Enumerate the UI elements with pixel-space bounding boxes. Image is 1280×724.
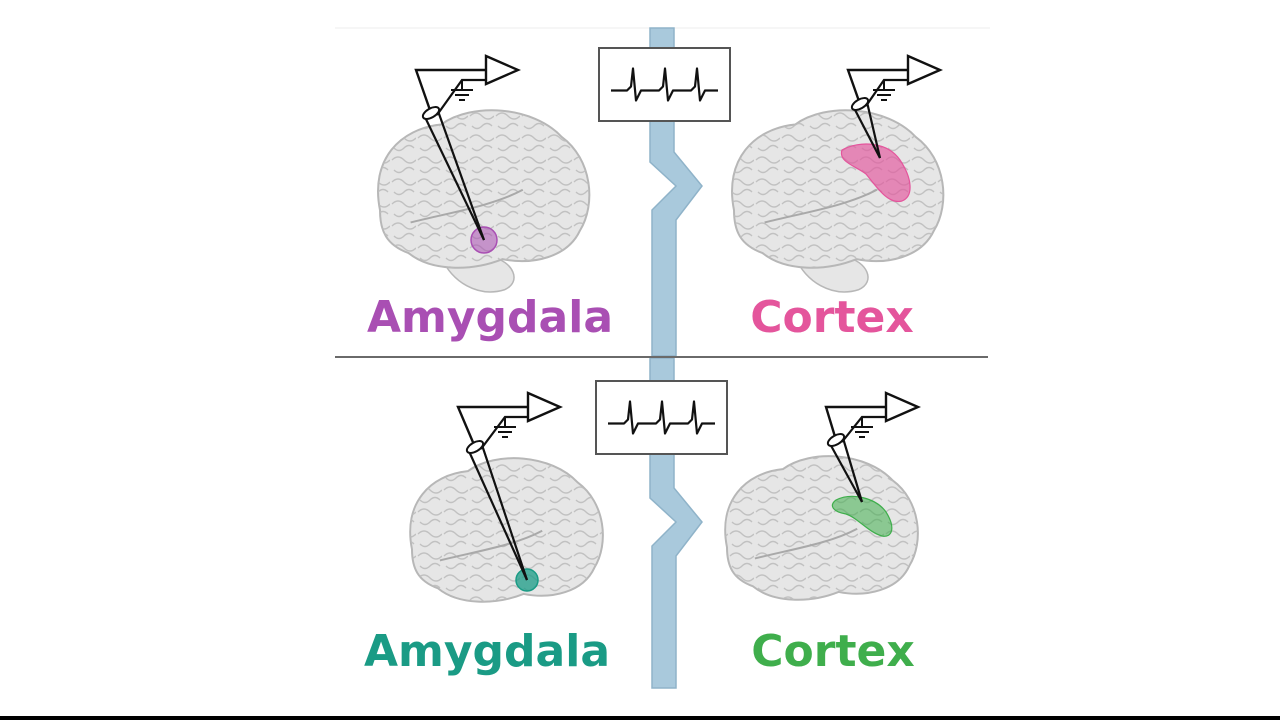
electrode-shaft: [841, 437, 864, 503]
electrode-icon: [414, 54, 521, 241]
monitor-frame: [595, 380, 728, 455]
spike-trace: [608, 400, 715, 435]
brain-folds: [378, 110, 590, 268]
wire: [824, 405, 886, 441]
label-amygdala-bottom: Amygdala: [363, 626, 611, 677]
cortex-region-monkey: [831, 495, 893, 537]
electrode-shaft: [852, 105, 881, 159]
brain-folds: [732, 110, 944, 268]
electrode-shaft: [828, 441, 863, 503]
electrode-cap: [465, 440, 485, 454]
ground-icon: [494, 417, 516, 438]
electrode-icon: [456, 391, 563, 581]
ground-icon: [873, 80, 895, 101]
wire: [846, 68, 908, 105]
wire: [865, 78, 908, 107]
brain-monkey-left: [409, 457, 604, 603]
brain-sulcus: [754, 527, 858, 560]
brain-sulcus: [439, 529, 543, 562]
label-amygdala-top: Amygdala: [366, 292, 614, 343]
electrode-shaft: [865, 101, 882, 159]
brain-folds: [725, 456, 918, 600]
wire: [456, 405, 528, 448]
electrode-cap: [850, 97, 870, 111]
electrode-shaft: [480, 444, 529, 581]
wire: [414, 68, 486, 114]
bottom-border: [0, 716, 1280, 720]
spike-trace-icon: [598, 47, 731, 122]
monitor-frame: [598, 47, 731, 122]
amplifier-icon: [526, 391, 563, 423]
wire: [841, 415, 886, 443]
label-cortex-bottom: Cortex: [751, 626, 915, 677]
brain-folds: [410, 458, 603, 602]
ground-icon: [851, 417, 873, 438]
electrode-shaft: [423, 114, 485, 241]
electrode-cap: [421, 106, 441, 120]
amplifier-icon: [484, 54, 521, 86]
brain-human-right: [731, 109, 945, 293]
brain-human-left: [377, 109, 591, 293]
spike-trace: [611, 67, 718, 102]
electrode-cap: [826, 433, 846, 447]
cortex-region-human: [840, 143, 911, 203]
brain-sulcus: [410, 188, 524, 224]
amplifier-icon: [906, 54, 943, 86]
label-cortex-top: Cortex: [750, 292, 914, 343]
electrode-shaft: [466, 448, 529, 581]
electrode-icon: [846, 54, 943, 159]
amplifier-icon: [884, 391, 921, 423]
brain-monkey-right: [724, 455, 919, 601]
brain-sulcus: [764, 188, 878, 224]
electrode-icon: [824, 391, 921, 503]
electrode-shaft: [436, 110, 486, 241]
ground-icon: [451, 80, 473, 101]
spike-trace-icon: [595, 380, 728, 455]
